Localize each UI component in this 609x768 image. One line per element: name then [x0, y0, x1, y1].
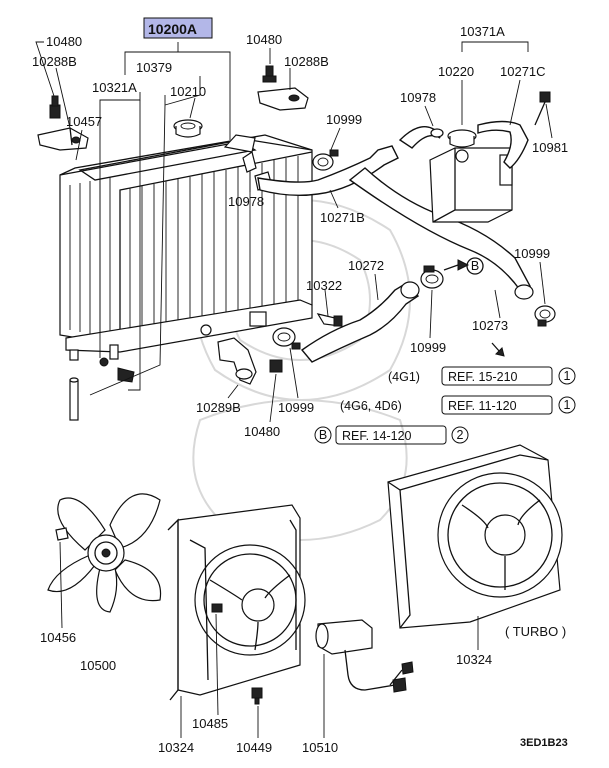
part-label-10271C[interactable]: 10271C [500, 64, 546, 79]
ref-circle-2 [558, 396, 576, 414]
lower-bracket [217, 337, 257, 385]
radiator-cap [173, 119, 203, 138]
upper-hose-end [514, 284, 534, 300]
arrow-b: B [443, 257, 484, 275]
part-label-10322[interactable]: 10322 [306, 278, 342, 293]
ref-box-3[interactable] [335, 425, 447, 445]
part-label-10324-left[interactable]: 10324 [158, 740, 194, 755]
part-label-10480-bottom[interactable]: 10480 [244, 424, 280, 439]
ref-circle-3 [451, 426, 469, 444]
part-label-10500[interactable]: 10500 [80, 658, 116, 673]
part-label-10288B-right[interactable]: 10288B [284, 54, 329, 69]
drain-plug [269, 359, 283, 373]
part-label-10379[interactable]: 10379 [136, 60, 172, 75]
part-label-10999-bottom[interactable]: 10999 [278, 400, 314, 415]
part-label-10480-mid[interactable]: 10480 [246, 32, 282, 47]
part-label-10289B[interactable]: 10289B [196, 400, 241, 415]
clamp-upper [312, 149, 339, 171]
ref-engine-2: (4G6, 4D6) [340, 399, 402, 413]
bracket-right [257, 87, 309, 111]
part-label-10449[interactable]: 10449 [236, 740, 272, 755]
reservoir-tank [429, 147, 513, 223]
part-label-10978-right[interactable]: 10978 [400, 90, 436, 105]
arrow-down-ref [491, 342, 505, 357]
fan-nut [55, 527, 69, 541]
drawing-code: 3ED1B23 [520, 737, 568, 749]
clamp-right [534, 305, 556, 327]
small-clamp-left [242, 151, 257, 173]
highlight-box [143, 17, 213, 39]
cooling-fan [47, 493, 162, 613]
part-label-10321A[interactable]: 10321A [92, 80, 137, 95]
part-label-10457[interactable]: 10457 [66, 114, 102, 129]
clamp-lower-mid [420, 265, 444, 289]
ref-num-3: 2 [457, 428, 464, 442]
ref-engine-3: B [319, 428, 327, 442]
drain-cock [99, 357, 135, 383]
part-label-10485[interactable]: 10485 [192, 716, 228, 731]
bolt-10981 [534, 91, 551, 126]
shroud-bolt [251, 687, 263, 705]
ref-num-2: 1 [564, 398, 571, 412]
part-label-10999-upper[interactable]: 10999 [326, 112, 362, 127]
part-label-10978-left[interactable]: 10978 [228, 194, 264, 209]
ref-row-1: (4G1) REF. 15-210 1 [388, 366, 576, 386]
lower-hose-end [400, 281, 420, 299]
clamp-bottom [272, 327, 301, 350]
ref-link-2[interactable]: REF. 11-120 [448, 399, 517, 413]
upper-hose [257, 145, 531, 291]
reservoir-hose [477, 120, 529, 169]
part-label-10981[interactable]: 10981 [532, 140, 568, 155]
ref-row-2: (4G6, 4D6) REF. 11-120 1 [340, 395, 576, 415]
ref-engine-1: (4G1) [388, 370, 420, 384]
reservoir-cap [447, 129, 477, 163]
fan-shroud-turbo [387, 444, 563, 629]
ref-circle-1 [558, 367, 576, 385]
part-label-10324-turbo[interactable]: 10324 [456, 652, 492, 667]
ref-link-3[interactable]: REF. 14-120 [342, 429, 412, 443]
part-label-10272[interactable]: 10272 [348, 258, 384, 273]
leader-lines [35, 41, 553, 738]
part-label-10210[interactable]: 10210 [170, 84, 206, 99]
ref-b-circle [314, 426, 332, 444]
ref-row-3: B REF. 14-120 2 [314, 425, 469, 445]
part-label-10456[interactable]: 10456 [40, 630, 76, 645]
ref-link-1[interactable]: REF. 15-210 [448, 370, 518, 384]
part-label-10273[interactable]: 10273 [472, 318, 508, 333]
bolt-mid [262, 65, 277, 83]
radiator-core [59, 134, 313, 361]
fan-motor [315, 619, 414, 693]
part-label-10200A[interactable]: 10200A [148, 21, 197, 37]
turbo-note: ( TURBO ) [505, 624, 566, 639]
part-label-10999-lower[interactable]: 10999 [410, 340, 446, 355]
part-label-10510[interactable]: 10510 [302, 740, 338, 755]
shroud-screw [211, 603, 223, 613]
part-label-10371A[interactable]: 10371A [460, 24, 505, 39]
part-label-10288B-left[interactable]: 10288B [32, 54, 77, 69]
part-label-10220[interactable]: 10220 [438, 64, 474, 79]
thermo-switch [316, 313, 343, 327]
ref-num-1: 1 [564, 369, 571, 383]
part-label-10999-right[interactable]: 10999 [514, 246, 550, 261]
b-marker: B [471, 259, 479, 273]
lower-tube [69, 377, 79, 421]
part-label-10271B[interactable]: 10271B [320, 210, 365, 225]
ref-box-1[interactable] [441, 366, 553, 386]
ref-box-2[interactable] [441, 395, 553, 415]
bolt-left [49, 95, 61, 119]
fan-shroud [167, 504, 306, 701]
overflow-hose [398, 126, 444, 149]
part-label-10480-left[interactable]: 10480 [46, 34, 82, 49]
